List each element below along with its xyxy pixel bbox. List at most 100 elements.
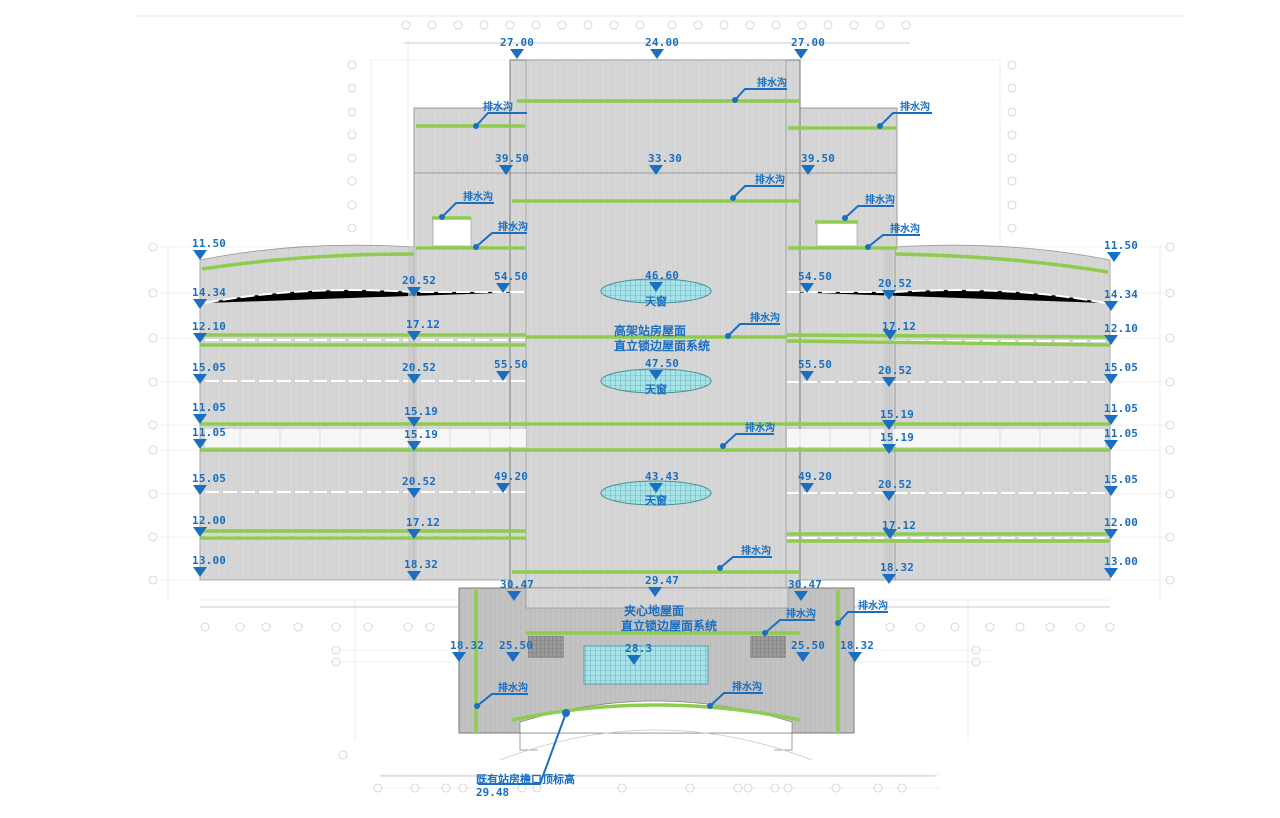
elevation-triangle-icon [1104, 415, 1118, 425]
elevation-triangle-icon [193, 250, 207, 260]
drain-label: 排水沟 [498, 683, 528, 694]
elevation-triangle-icon [883, 529, 897, 539]
elevation-marker: 15.19 [880, 409, 914, 430]
drain-label: 排水沟 [463, 192, 493, 203]
elevation-triangle-icon [648, 587, 662, 597]
elevation-triangle-icon [848, 652, 862, 662]
drain-label: 排水沟 [755, 175, 785, 186]
elevation-marker-top-right: 27.00 [791, 37, 825, 59]
elevation-triangle-icon [1104, 440, 1118, 450]
elevation-triangle-icon [882, 491, 896, 501]
elevation-marker: 15.05 [192, 362, 226, 384]
drain-label: 排水沟 [483, 102, 513, 113]
elevation-triangle-icon [407, 441, 421, 451]
elevation-marker: 55.50 [798, 359, 832, 381]
elevation-triangle-icon [193, 333, 207, 343]
elevation-marker: 54.50 [494, 271, 528, 293]
skylight-label: 天窗 [645, 383, 667, 396]
elevation-triangle-icon [882, 420, 896, 430]
elevation-triangle-icon [193, 439, 207, 449]
elevation-marker: 14.34 [192, 287, 226, 309]
elevation-marker: 20.52 [878, 365, 912, 387]
elevation-marker: 12.00 [1104, 517, 1138, 539]
elevation-marker: 28.3 [625, 643, 652, 665]
skylight-label: 天窗 [645, 295, 667, 308]
elevation-triangle-icon [1104, 529, 1118, 539]
elevation-marker: 15.05 [1104, 362, 1138, 384]
drain-label: 排水沟 [757, 78, 787, 89]
skylight-elevation: 47.50 [645, 358, 679, 380]
elevation-triangle-icon [649, 282, 663, 292]
drain-label: 排水沟 [741, 546, 771, 557]
elevation-triangle-icon [407, 488, 421, 498]
elevation-marker: 30.47 [500, 579, 534, 601]
elevation-triangle-icon [882, 377, 896, 387]
elevation-marker: 15.19 [404, 406, 438, 427]
drain-label: 排水沟 [900, 102, 930, 113]
elevation-marker: 17.12 [882, 321, 916, 340]
elevation-marker: 11.05 [192, 402, 226, 424]
elevation-marker: 17.12 [406, 319, 440, 341]
elevation-marker: 11.05 [192, 427, 226, 449]
elevation-triangle-icon [649, 165, 663, 175]
drain-label: 排水沟 [865, 195, 895, 206]
elevation-marker: 13.00 [1104, 556, 1138, 578]
elevation-marker: 13.00 [192, 555, 226, 577]
elevation-marker: 14.34 [1104, 289, 1138, 311]
elevation-triangle-icon [407, 571, 421, 581]
elevation-marker: 20.52 [402, 476, 436, 498]
elevation-marker: 12.00 [192, 515, 226, 537]
elevation-triangle-icon [407, 374, 421, 384]
elevation-marker-top-center: 24.00 [645, 37, 679, 59]
elevation-marker-top-left: 27.00 [500, 37, 534, 59]
drain-label: 排水沟 [745, 423, 775, 434]
elevation-triangle-icon [193, 374, 207, 384]
elevation-triangle-icon [800, 283, 814, 293]
elevation-triangle-icon [627, 655, 641, 665]
elevation-marker: 20.52 [402, 362, 436, 384]
elevation-marker: 20.52 [402, 275, 436, 297]
elevation-triangle-icon [794, 591, 808, 601]
elevation-triangle-icon [882, 290, 896, 300]
elevation-triangle-icon [1104, 301, 1118, 311]
elevation-marker: 15.05 [192, 473, 226, 495]
elevation-triangle-icon [193, 299, 207, 309]
elevation-marker: 20.52 [878, 479, 912, 501]
elevation-marker: 18.32 [450, 640, 484, 662]
elevation-triangle-icon [1104, 486, 1118, 496]
elevation-marker: 29.47 [645, 575, 679, 597]
elevation-triangle-icon [499, 165, 513, 175]
drain-label: 排水沟 [732, 682, 762, 693]
elevation-marker: 25.50 [499, 640, 533, 662]
elevation-marker: 49.20 [798, 471, 832, 493]
elevation-triangle-icon [800, 483, 814, 493]
elevation-triangle-icon [193, 485, 207, 495]
elevation-marker: 39.50 [495, 153, 529, 175]
elevation-triangle-icon [1104, 568, 1118, 578]
elevation-marker: 39.50 [801, 153, 835, 175]
skylight-label: 天窗 [645, 494, 667, 507]
elevation-marker: 17.12 [406, 517, 440, 539]
elevation-marker: 30.47 [788, 579, 822, 601]
elevation-triangle-icon [193, 527, 207, 537]
drain-label: 排水沟 [786, 609, 816, 620]
existing-station-eave-note: 既有站房檐口顶标高 29.48 [476, 773, 575, 799]
elevation-triangle-icon [883, 330, 897, 340]
drain-label: 排水沟 [858, 601, 888, 612]
elevation-triangle-icon [496, 283, 510, 293]
elevation-marker: 25.50 [791, 640, 825, 662]
elevation-triangle-icon [407, 529, 421, 539]
elevation-marker: 17.12 [882, 520, 916, 539]
elevation-triangle-icon [193, 567, 207, 577]
elevation-marker: 49.20 [494, 471, 528, 493]
elevation-triangle-icon [649, 370, 663, 380]
elevation-marker: 11.05 [1104, 403, 1138, 425]
elevation-marker: 18.32 [404, 559, 438, 581]
elevation-marker: 18.32 [880, 562, 914, 584]
elevation-triangle-icon [794, 49, 808, 59]
lower-roof-note: 夹心地屋面 直立锁边屋面系统 [621, 604, 718, 633]
elevation-triangle-icon [510, 49, 524, 59]
elevation-marker: 15.19 [880, 432, 914, 454]
